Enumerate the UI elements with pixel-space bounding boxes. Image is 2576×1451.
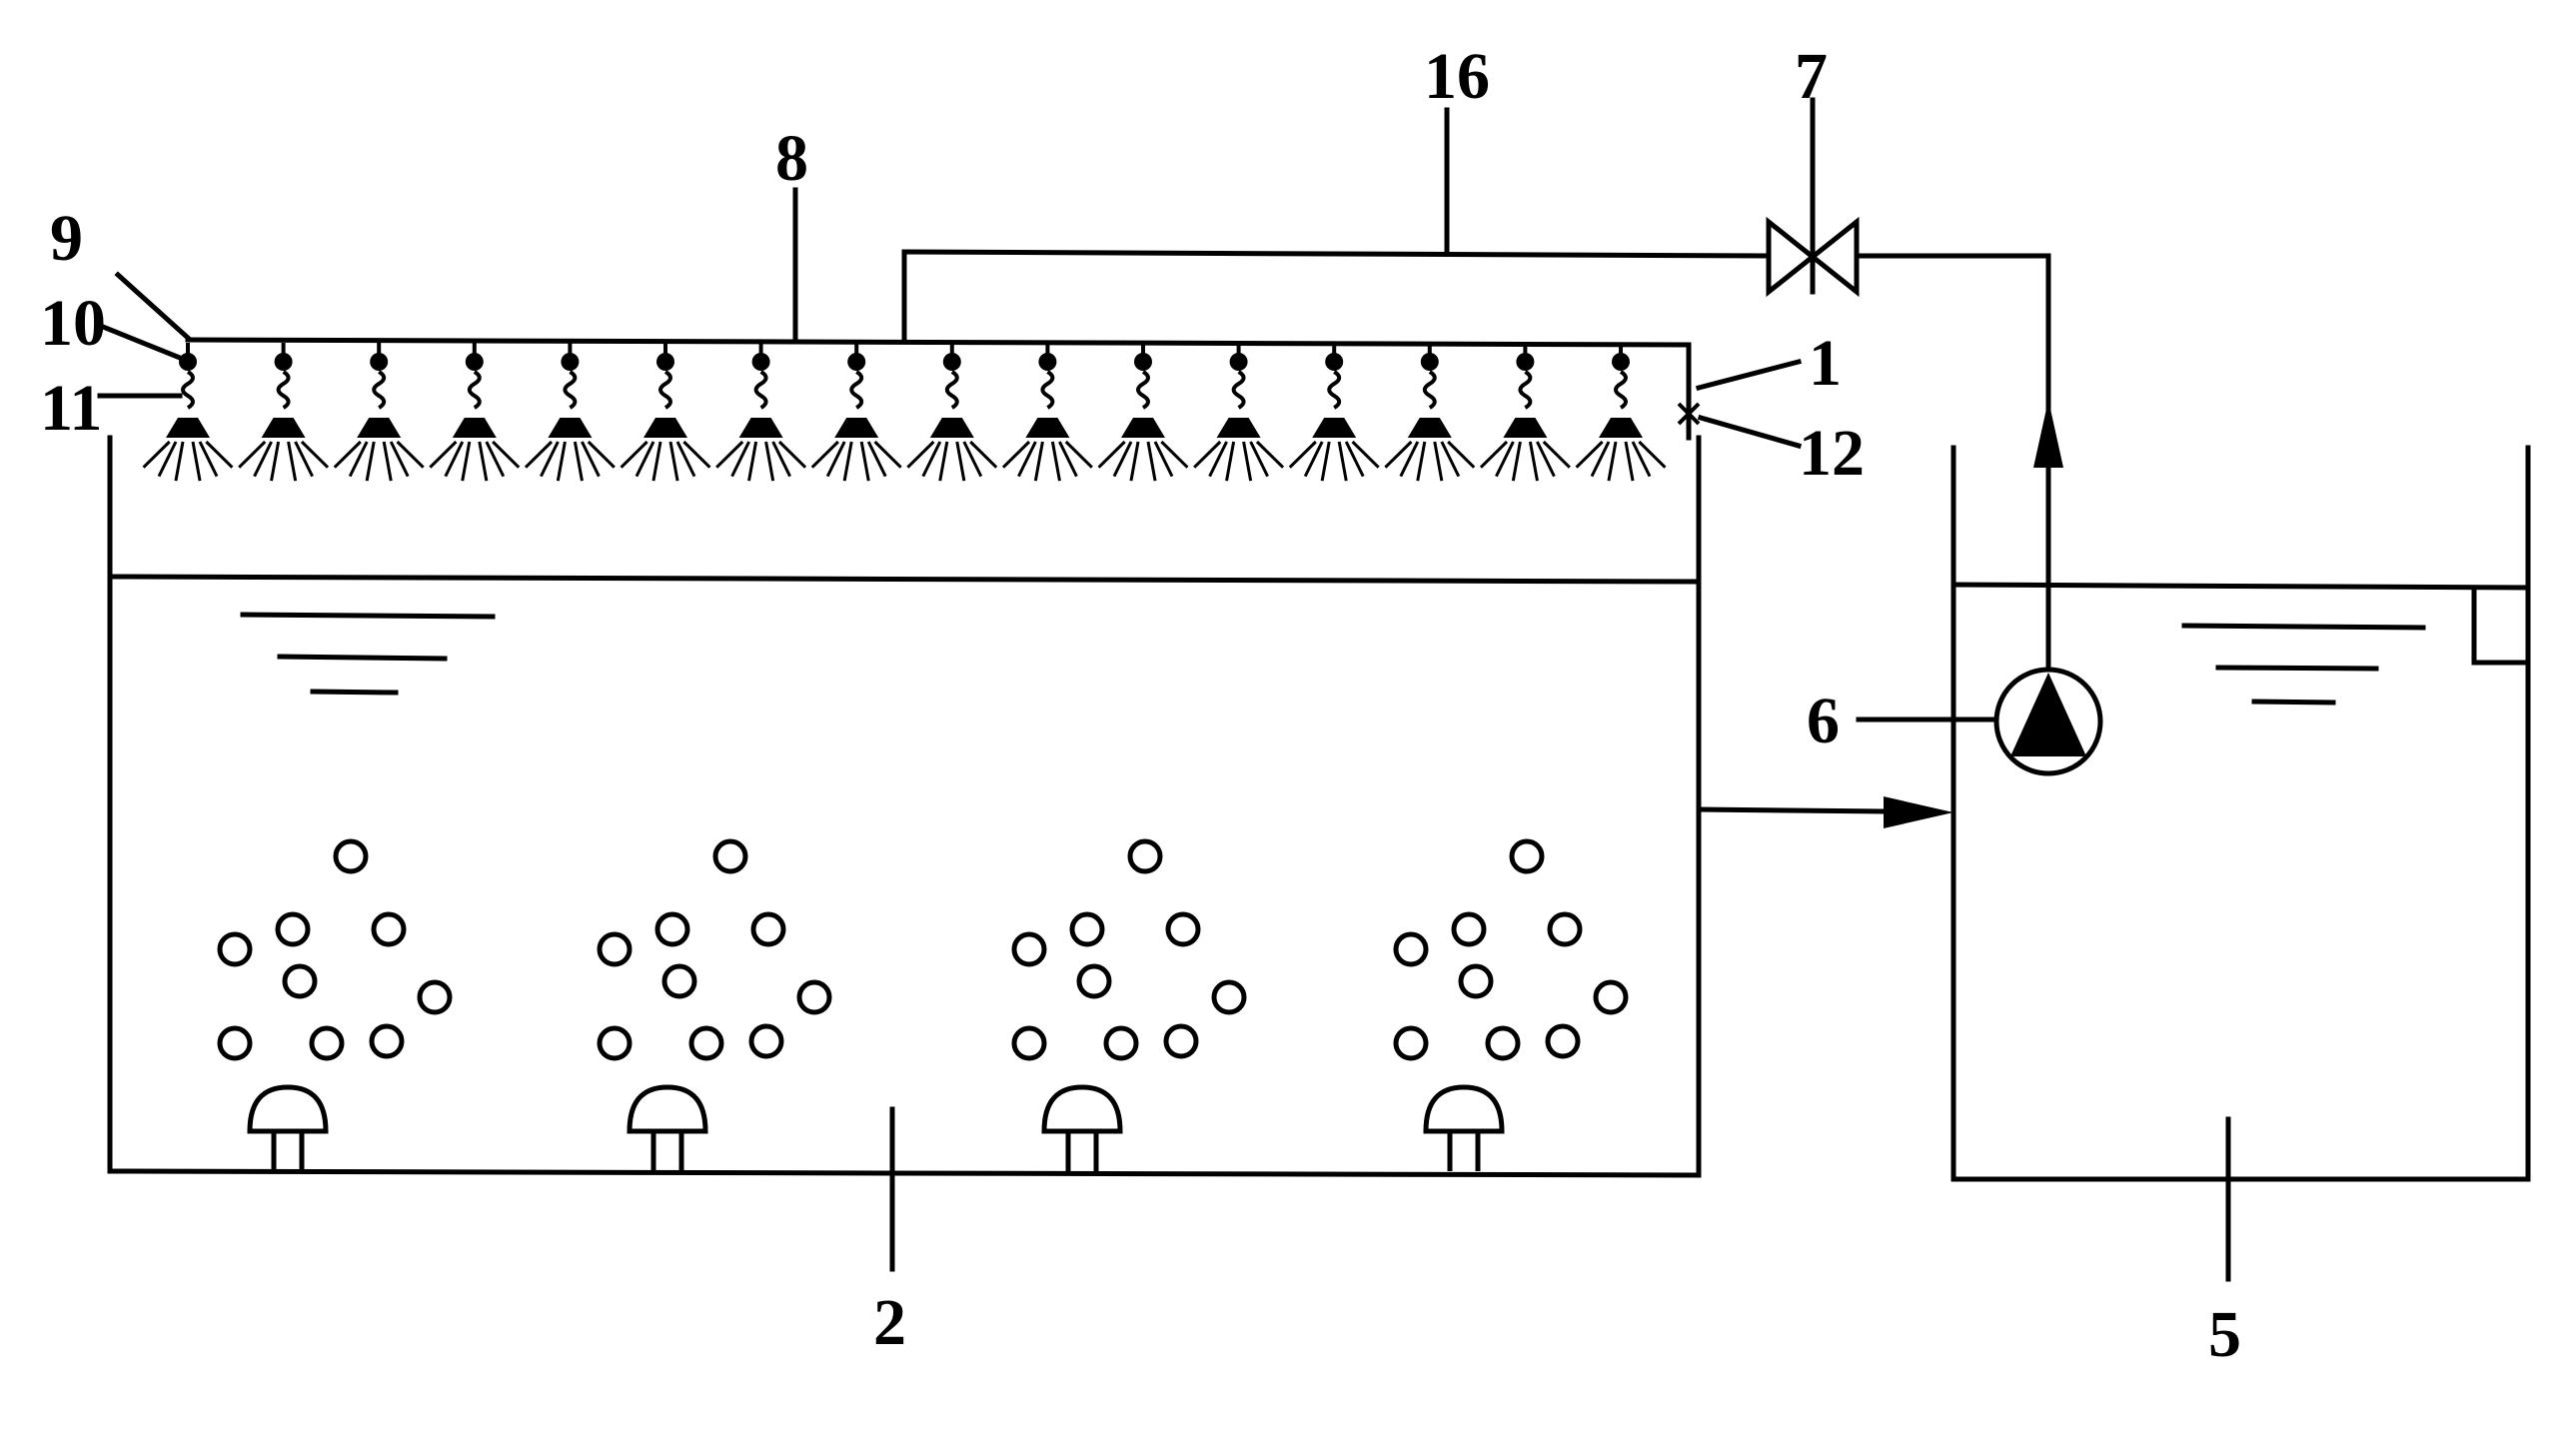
air-bubble (282, 963, 318, 999)
air-bubble (1163, 1023, 1199, 1059)
air-bubble (333, 838, 369, 874)
aeration-diffuser (1011, 838, 1247, 1171)
spray-nozzle (142, 343, 234, 482)
spray-nozzle (524, 343, 616, 482)
air-bubble (217, 931, 253, 967)
air-bubble (309, 1025, 345, 1061)
leader-lines (94, 107, 2231, 1282)
air-bubble (1509, 838, 1545, 874)
label-spray-header: 8 (775, 122, 808, 195)
spray-nozzle (333, 343, 425, 482)
air-bubble (1011, 931, 1047, 967)
air-bubble (417, 979, 453, 1015)
air-bubble (654, 911, 690, 947)
spray-nozzle (1384, 343, 1476, 482)
air-bubble (369, 1023, 405, 1059)
spray-nozzle (1001, 343, 1093, 482)
label-pump: 6 (1807, 685, 1840, 757)
spray-nozzle (429, 343, 521, 482)
main-tank (107, 435, 1702, 1178)
air-bubble (1393, 931, 1429, 967)
spray-nozzle (715, 343, 807, 482)
main-tank-water-line (107, 574, 1702, 585)
spray-header-box (185, 337, 1692, 441)
label-tank: 1 (1809, 327, 1842, 400)
air-bubble (597, 1025, 633, 1061)
air-bubble (796, 979, 832, 1015)
label-valve: 7 (1795, 40, 1828, 113)
valve-icon (1766, 97, 1860, 298)
air-bubble (1547, 911, 1583, 947)
aeration-diffuser (597, 838, 832, 1171)
air-bubble (1011, 1025, 1047, 1061)
collection-tank (1950, 445, 2531, 1182)
air-bubble (1069, 911, 1105, 947)
label-aeration-tank-body: 2 (873, 1286, 906, 1359)
air-bubble (217, 1025, 253, 1061)
flow-arrow-up-icon (2033, 400, 2063, 683)
collection-water-level-symbol (2181, 623, 2426, 706)
spray-nozzle-row (142, 343, 1667, 482)
label-nozzle-hose: 11 (40, 372, 102, 445)
air-bubble (1127, 838, 1163, 874)
spray-nozzle (1288, 343, 1380, 482)
label-overflow-outlet: 12 (1799, 417, 1865, 490)
air-bubble (1393, 1025, 1429, 1061)
label-nozzle-connector: 9 (50, 202, 83, 275)
aeration-diffuser (217, 838, 453, 1171)
air-bubble (275, 911, 311, 947)
air-bubble (688, 1025, 724, 1061)
air-bubble (1545, 1023, 1581, 1059)
air-bubble (1103, 1025, 1139, 1061)
reference-labels: 16 7 8 9 10 11 1 12 6 2 5 (40, 40, 2241, 1371)
spray-nozzle (1479, 343, 1571, 482)
label-supply-pipe: 16 (1424, 40, 1490, 113)
collection-tank-water-line (1950, 582, 2531, 591)
air-bubble (597, 931, 633, 967)
spray-nozzle (1097, 343, 1189, 482)
spray-nozzle (1193, 343, 1285, 482)
main-water-level-symbol (240, 612, 496, 696)
spray-nozzle (810, 343, 902, 482)
spray-nozzle (1575, 343, 1667, 482)
air-bubble (1593, 979, 1629, 1015)
air-bubble (1458, 963, 1494, 999)
label-collection-tank: 5 (2208, 1298, 2241, 1371)
spray-nozzle (620, 343, 711, 482)
aeration-diffuser (1393, 838, 1629, 1171)
label-nozzle-joint: 10 (40, 287, 106, 360)
air-bubble (661, 963, 697, 999)
air-bubble (748, 1023, 784, 1059)
air-bubble (371, 911, 407, 947)
air-bubble (1485, 1025, 1521, 1061)
aeration-diffusers (217, 838, 1629, 1171)
air-bubble (1165, 911, 1201, 947)
flow-arrow-right-icon (1696, 796, 1953, 828)
supply-pipe (901, 249, 2051, 471)
spray-nozzle (238, 343, 330, 482)
air-bubble (1076, 963, 1112, 999)
air-bubble (712, 838, 748, 874)
spray-nozzle (906, 343, 998, 482)
air-bubble (1451, 911, 1487, 947)
pump-icon (1993, 667, 2103, 776)
air-bubble (750, 911, 786, 947)
air-bubble (1211, 979, 1247, 1015)
overflow-outlet-marker (1677, 402, 1701, 426)
